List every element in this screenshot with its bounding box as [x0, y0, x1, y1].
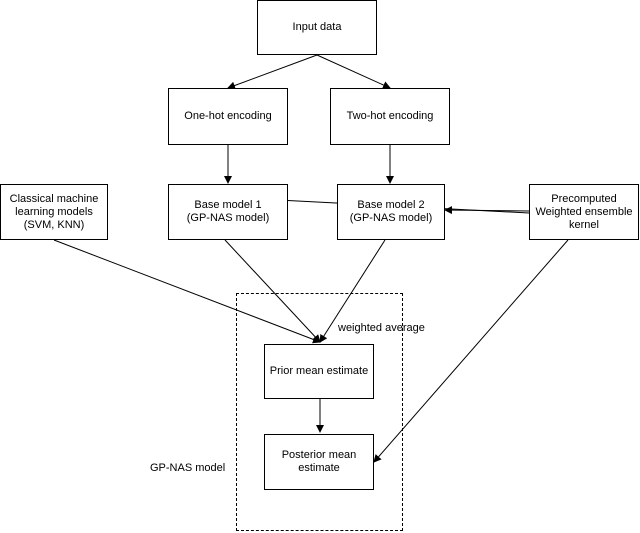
one-hot-encoding-node: One-hot encoding	[168, 88, 288, 145]
precomputed-kernel-node: Precomputed Weighted ensemble kernel	[529, 184, 639, 240]
posterior-mean-estimate-node: Posterior mean estimate	[264, 434, 374, 490]
weighted-average-label: weighted average	[338, 322, 425, 334]
edge-classical-to-prior	[53, 239, 321, 344]
input-data-node: Input data	[257, 0, 377, 55]
base-model-2-node: Base model 2 (GP-NAS model)	[337, 184, 445, 240]
prior-mean-estimate-node: Prior mean estimate	[264, 344, 374, 399]
two-hot-encoding-node: Two-hot encoding	[330, 88, 450, 145]
gp-nas-model-label: GP-NAS model	[150, 462, 226, 474]
edge-base2-to-prior	[319, 239, 386, 343]
edge-precomputed-to-posterior	[373, 239, 569, 463]
base-model-1-node: Base model 1 (GP-NAS model)	[168, 184, 288, 240]
edge-input-to-twohot	[316, 54, 391, 89]
gp-nas-group-box	[236, 293, 403, 531]
edge-input-to-onehot	[227, 54, 318, 90]
edge-base1-to-prior	[224, 239, 321, 343]
classical-ml-models-node: Classical machine learning models (SVM, …	[0, 184, 108, 240]
